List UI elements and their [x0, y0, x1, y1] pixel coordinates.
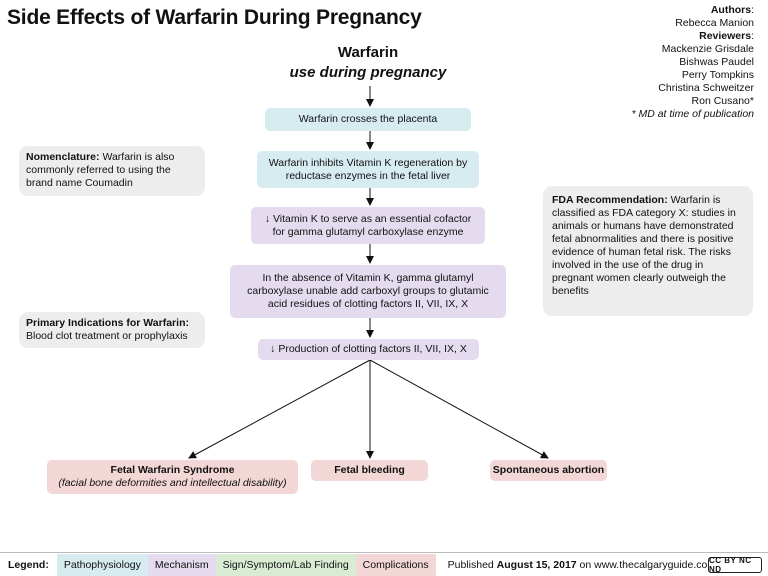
legend-bar: Legend: Pathophysiology Mechanism Sign/S… — [0, 552, 768, 576]
flow-step-placenta: Warfarin crosses the placenta — [265, 108, 471, 131]
outcome-title: Fetal Warfarin Syndrome — [110, 464, 235, 476]
reviewers-heading: Reviewers — [699, 30, 752, 42]
published-prefix: Published — [447, 558, 494, 571]
legend-label: Legend: — [8, 558, 49, 571]
indications-note: Primary Indications for Warfarin: Blood … — [19, 312, 205, 348]
arrow-step5-to-abortion — [369, 359, 549, 459]
legend-pathophysiology: Pathophysiology — [56, 553, 148, 576]
page-title: Side Effects of Warfarin During Pregnanc… — [7, 6, 422, 29]
flow-step-carboxylation-failure: In the absence of Vitamin K, gamma gluta… — [230, 265, 506, 318]
outcome-title: Fetal bleeding — [334, 464, 405, 476]
legend-mechanism: Mechanism — [147, 553, 216, 576]
nomenclature-label: Nomenclature: — [26, 151, 100, 163]
fda-recommendation-note: FDA Recommendation: Warfarin is classifi… — [543, 186, 753, 316]
fda-text: Warfarin is classified as FDA category X… — [552, 194, 736, 297]
flow-step-clotting-factor-decrease: ↓ Production of clotting factors II, VII… — [258, 339, 479, 360]
reviewer-name: Perry Tompkins — [681, 69, 754, 81]
outcome-fetal-warfarin-syndrome: Fetal Warfarin Syndrome (facial bone def… — [47, 460, 298, 494]
flow-step-text: In the absence of Vitamin K, gamma gluta… — [247, 272, 489, 310]
flow-step-text: ↓ Vitamin K to serve as an essential cof… — [264, 212, 472, 238]
legend-complications: Complications — [355, 553, 436, 576]
outcome-subtitle: (facial bone deformities and intellectua… — [58, 477, 287, 489]
flow-step-vitamin-k-decrease: ↓ Vitamin K to serve as an essential cof… — [251, 207, 485, 244]
nomenclature-text: Warfarin is also commonly referred to us… — [26, 151, 175, 189]
outcome-fetal-bleeding: Fetal bleeding — [311, 460, 428, 481]
publication-note: * MD at time of publication — [631, 108, 754, 120]
creative-commons-icon: CC BY NC ND — [708, 556, 762, 574]
published-suffix[interactable]: on www.thecalgaryguide.com — [579, 558, 717, 571]
outcome-title: Spontaneous abortion — [492, 464, 605, 476]
author-name: Rebecca Manion — [675, 17, 754, 29]
outcome-spontaneous-abortion: Spontaneous abortion — [490, 460, 607, 481]
fda-label: FDA Recommendation: — [552, 194, 668, 206]
flow-step-text: ↓ Production of clotting factors II, VII… — [270, 343, 467, 355]
diagram-subheading: use during pregnancy — [289, 64, 447, 81]
legend-sign-symptom: Sign/Symptom/Lab Finding — [215, 553, 356, 576]
reviewer-name: Bishwas Paudel — [679, 56, 754, 68]
arrow-step5-to-fws — [188, 359, 371, 459]
published-date: August 15, 2017 — [496, 558, 577, 571]
reviewer-name: Christina Schweitzer — [658, 82, 754, 94]
flow-arrows — [188, 86, 549, 459]
credits-block: Authors: Rebecca Manion Reviewers: Macke… — [554, 4, 754, 121]
flow-step-text: Warfarin crosses the placenta — [298, 113, 438, 125]
diagram-heading: Warfarin — [337, 44, 399, 61]
nomenclature-note: Nomenclature: Warfarin is also commonly … — [19, 146, 205, 196]
indications-label: Primary Indications for Warfarin: — [26, 317, 189, 329]
reviewer-name: Mackenzie Grisdale — [661, 43, 754, 55]
flow-step-vitamin-k-inhibition: Warfarin inhibits Vitamin K regeneration… — [257, 151, 479, 188]
flow-step-text: Warfarin inhibits Vitamin K regeneration… — [268, 156, 468, 182]
reviewer-name: Ron Cusano* — [691, 95, 754, 107]
publication-info: Published August 15, 2017 on www.thecalg… — [436, 559, 717, 571]
indications-text: Blood clot treatment or prophylaxis — [26, 330, 188, 342]
authors-heading: Authors — [710, 4, 752, 16]
